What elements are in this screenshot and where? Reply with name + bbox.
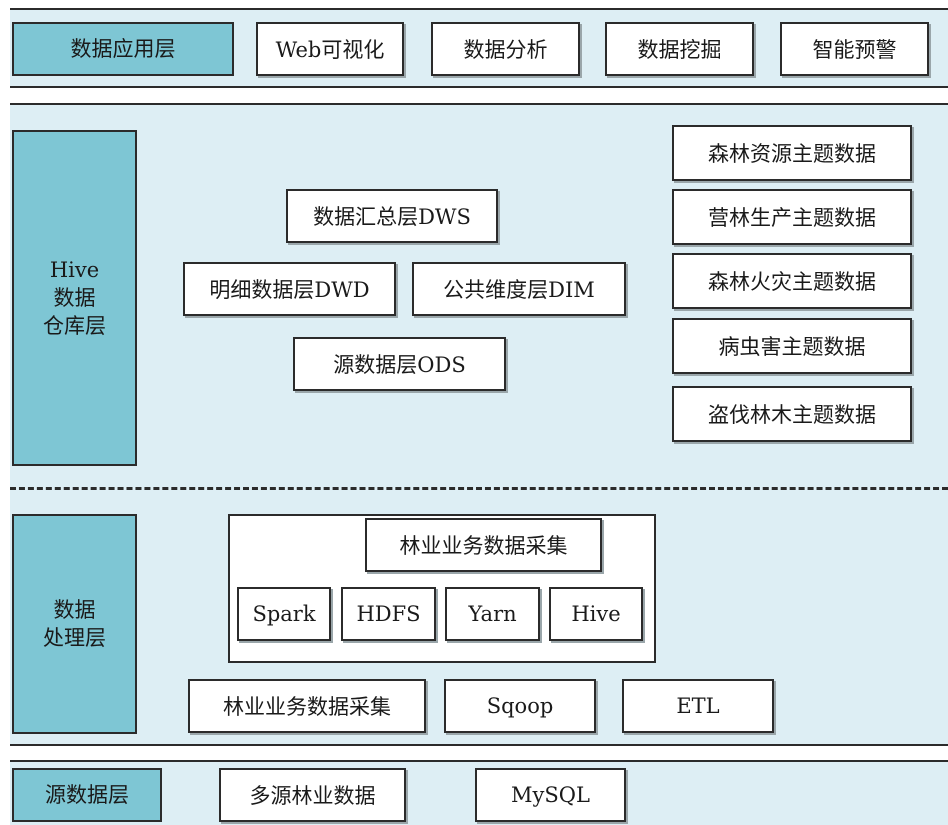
layer-separator-dashed bbox=[10, 487, 948, 490]
processing-etl: ETL bbox=[622, 679, 774, 733]
app-smart-warning: 智能预警 bbox=[780, 22, 929, 76]
source-multi-forestry-data: 多源林业数据 bbox=[219, 768, 406, 822]
processing-group-title: 林业业务数据采集 bbox=[365, 518, 602, 572]
theme-forest-resources: 森林资源主题数据 bbox=[672, 125, 912, 181]
tool-hive: Hive bbox=[549, 587, 643, 641]
tool-hdfs: HDFS bbox=[341, 587, 436, 641]
app-data-mining: 数据挖掘 bbox=[605, 22, 754, 76]
processing-layer-label: 数据 处理层 bbox=[12, 514, 137, 734]
warehouse-label-line-1: Hive bbox=[49, 258, 100, 282]
theme-illegal-logging: 盗伐林木主题数据 bbox=[672, 386, 912, 442]
theme-pests-diseases: 病虫害主题数据 bbox=[672, 318, 912, 374]
tool-yarn: Yarn bbox=[445, 587, 540, 641]
application-layer-label: 数据应用层 bbox=[12, 22, 234, 76]
source-mysql: MySQL bbox=[475, 768, 626, 822]
theme-forest-fire: 森林火灾主题数据 bbox=[672, 253, 912, 309]
dws-box: 数据汇总层DWS bbox=[286, 189, 498, 243]
theme-forestry-production: 营林生产主题数据 bbox=[672, 189, 912, 245]
source-layer-label: 源数据层 bbox=[12, 768, 162, 822]
app-web-visualization: Web可视化 bbox=[256, 22, 404, 76]
dim-box: 公共维度层DIM bbox=[412, 262, 626, 316]
processing-sqoop: Sqoop bbox=[444, 679, 596, 733]
warehouse-layer-label: Hive 数据 仓库层 bbox=[12, 130, 137, 466]
warehouse-label-line-2: 数据 bbox=[53, 286, 96, 310]
processing-label-line-1: 数据 bbox=[53, 598, 96, 622]
processing-label-line-2: 处理层 bbox=[43, 626, 106, 650]
dwd-box: 明细数据层DWD bbox=[183, 262, 396, 316]
ods-box: 源数据层ODS bbox=[293, 337, 506, 391]
app-data-analysis: 数据分析 bbox=[431, 22, 580, 76]
warehouse-label-line-3: 仓库层 bbox=[43, 314, 106, 338]
processing-collection: 林业业务数据采集 bbox=[188, 679, 426, 733]
tool-spark: Spark bbox=[237, 587, 331, 641]
